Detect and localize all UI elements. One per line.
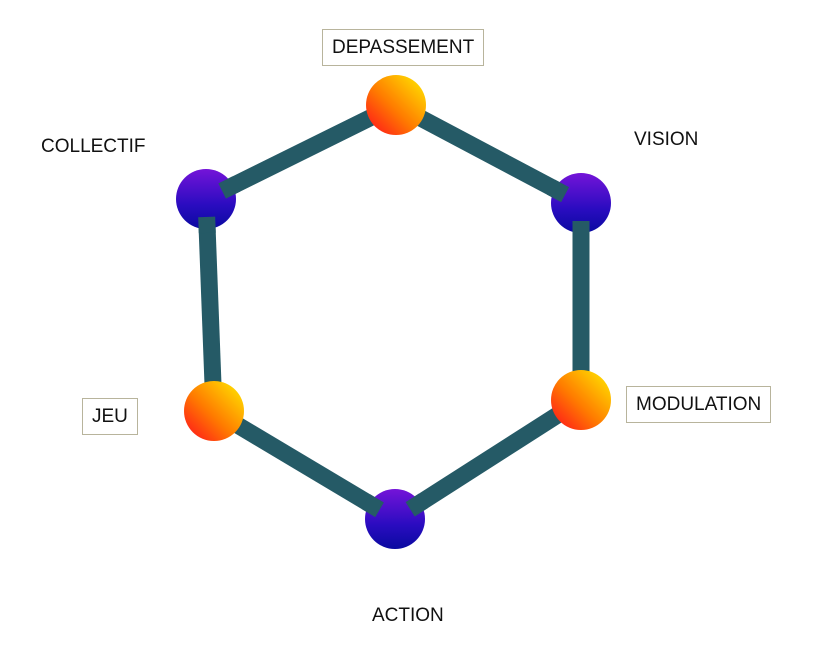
node-modulation <box>551 370 611 430</box>
edge-overlaps <box>198 176 590 518</box>
edge-overlap-vision-depassement <box>546 179 570 203</box>
label-depassement: DEPASSEMENT <box>322 29 485 66</box>
edge-collectif-depassement <box>202 97 400 207</box>
node-jeu <box>184 381 244 441</box>
label-modulation: MODULATION <box>626 386 772 423</box>
edge-modulation-action <box>390 392 586 527</box>
label-vision: VISION <box>634 129 699 150</box>
label-jeu: JEU <box>82 398 138 435</box>
edge-overlap-collectif-depassement <box>218 176 241 199</box>
edge-jeu-collectif <box>197 198 223 412</box>
edge-depassement-vision <box>392 97 585 211</box>
edge-action-jeu <box>209 403 400 527</box>
edge-overlap-action-modulation <box>405 493 429 517</box>
edge-overlap-action-jeu <box>361 494 384 518</box>
label-action: ACTION <box>372 605 444 626</box>
node-depassement <box>366 75 426 135</box>
label-collectif: COLLECTIF <box>41 136 146 157</box>
edge-overlap-collectif-jeu <box>198 216 216 234</box>
